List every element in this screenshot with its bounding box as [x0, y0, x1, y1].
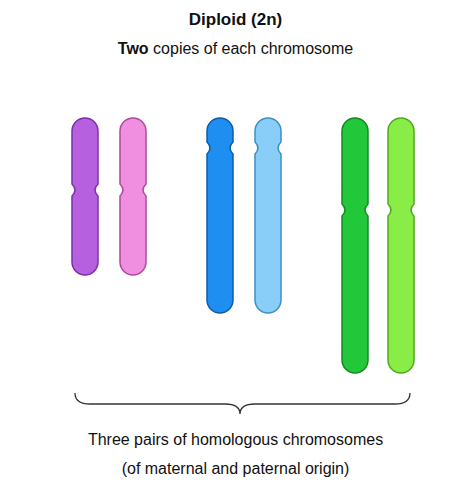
chromosome — [255, 118, 281, 313]
subtitle-line: Twocopies of each chromosome — [0, 40, 471, 58]
diagram-title: Diploid (2n) — [0, 10, 471, 30]
subtitle-text: copies of each chromosome — [153, 40, 353, 57]
subtitle-text: Two — [118, 40, 149, 57]
chromosome — [388, 118, 414, 373]
chromosome — [342, 118, 368, 373]
chromosome — [207, 118, 233, 313]
brace — [75, 393, 410, 414]
chromosome — [72, 118, 98, 275]
chromosome — [120, 118, 146, 275]
diagram-caption: Three pairs of homologous chromosomes (o… — [85, 425, 386, 483]
